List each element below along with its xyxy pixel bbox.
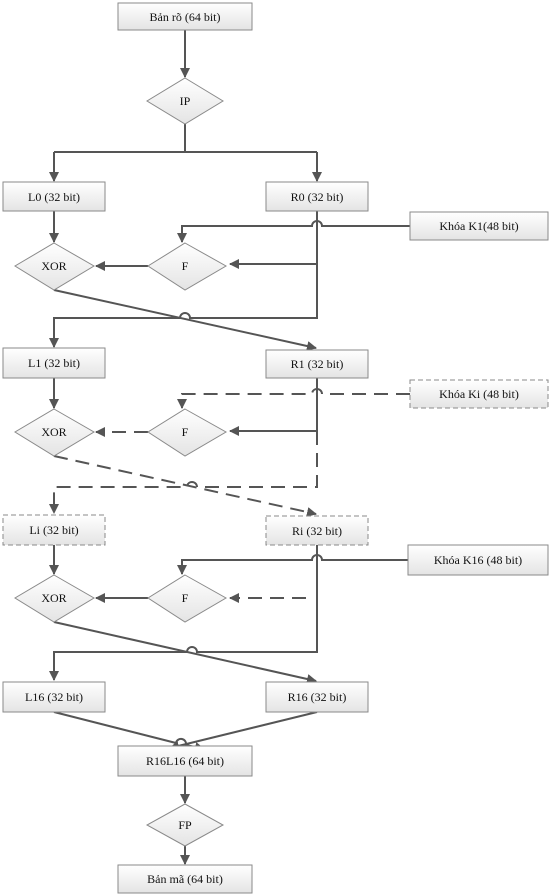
node-f-1: F <box>147 242 228 291</box>
node-key-ki-label: Khóa Ki (48 bit) <box>439 387 519 401</box>
arrow-r1-f2 <box>229 378 318 436</box>
node-l0-label: L0 (32 bit) <box>28 190 80 204</box>
node-r1: R1 (32 bit) <box>265 349 369 379</box>
node-plaintext: Bản rõ (64 bit) <box>117 2 253 31</box>
node-l16: L16 (32 bit) <box>2 681 106 713</box>
node-l1-label: L1 (32 bit) <box>28 356 80 370</box>
node-l0: L0 (32 bit) <box>2 181 106 212</box>
node-r16l16: R16L16 (64 bit) <box>117 745 253 777</box>
node-xor-2: XOR <box>14 408 95 457</box>
arrow-xor1-r1 <box>53 289 317 351</box>
arrow-xor3-r16 <box>53 621 317 684</box>
node-f-2: F <box>147 408 228 457</box>
node-xor-1-label: XOR <box>41 259 66 273</box>
node-fp: FP <box>145 803 225 847</box>
node-xor-2-label: XOR <box>41 425 66 439</box>
node-f-2-label: F <box>182 425 189 439</box>
node-ip-label: IP <box>180 94 191 108</box>
node-key-k16-label: Khóa K16 (48 bit) <box>434 553 522 567</box>
arrow-k16-f3 <box>177 554 408 575</box>
arrow-ki-f2 <box>177 388 410 409</box>
node-r16: R16 (32 bit) <box>265 681 369 713</box>
node-xor-3: XOR <box>14 574 95 623</box>
node-f-3: F <box>147 574 228 623</box>
arrow-r16-r16l16 <box>169 711 318 751</box>
node-l16-label: L16 (32 bit) <box>25 690 83 704</box>
arrow-l16-r16l16 <box>53 711 205 752</box>
connectors <box>49 30 410 865</box>
node-plaintext-label: Bản rõ (64 bit) <box>150 10 221 24</box>
node-key-ki: Khóa Ki (48 bit) <box>409 379 549 409</box>
arrow-r0-f1 <box>229 211 318 269</box>
node-ri: Ri (32 bit) <box>265 515 369 546</box>
node-xor-1: XOR <box>14 242 95 291</box>
arrow-r1-li <box>49 431 318 514</box>
node-r16-label: R16 (32 bit) <box>288 690 347 704</box>
node-r0-label: R0 (32 bit) <box>291 190 344 204</box>
node-ip: IP <box>146 77 224 125</box>
node-f-1-label: F <box>182 259 189 273</box>
node-r16l16-label: R16L16 (64 bit) <box>146 754 224 768</box>
node-f-3-label: F <box>182 591 189 605</box>
node-li: Li (32 bit) <box>2 514 106 546</box>
node-key-k1: Khóa K1(48 bit) <box>409 211 549 241</box>
node-fp-label: FP <box>178 818 192 832</box>
node-ciphertext-label: Bản mã (64 bit) <box>147 872 223 886</box>
node-ri-label: Ri (32 bit) <box>292 524 342 538</box>
node-r1-label: R1 (32 bit) <box>291 357 344 371</box>
node-key-k16: Khóa K16 (48 bit) <box>407 544 549 576</box>
node-key-k1-label: Khóa K1(48 bit) <box>439 219 518 233</box>
node-xor-3-label: XOR <box>41 591 66 605</box>
arrow-xor2-ri <box>53 455 317 517</box>
node-r0: R0 (32 bit) <box>265 181 369 212</box>
node-ciphertext: Bản mã (64 bit) <box>117 864 253 894</box>
node-li-label: Li (32 bit) <box>29 523 78 537</box>
arrow-k1-f1 <box>177 220 410 243</box>
node-l1: L1 (32 bit) <box>2 347 106 379</box>
